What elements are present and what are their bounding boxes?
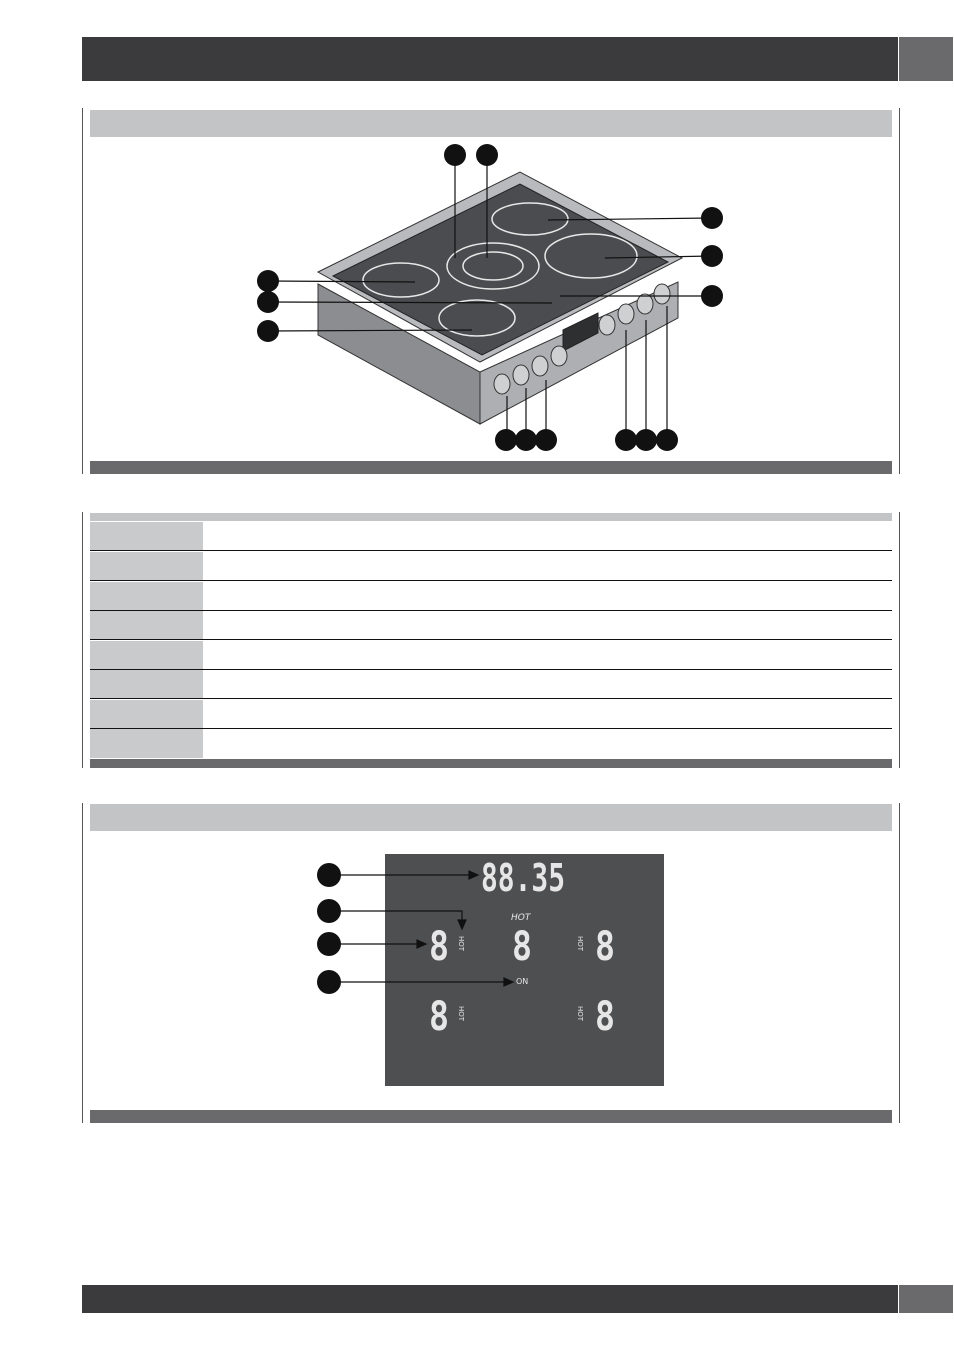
control-display-window <box>562 312 599 352</box>
spec-row <box>90 729 892 758</box>
spec-value <box>203 552 892 580</box>
header-bar <box>82 37 898 81</box>
burner-front-left <box>438 299 516 337</box>
callout-leaders <box>267 160 713 436</box>
spec-label-cell <box>90 729 203 758</box>
hot-label-rear-right: HOT <box>576 936 584 952</box>
spec-panel-footer <box>90 759 892 768</box>
callout-bottom-1 <box>495 429 517 451</box>
callout-top-1 <box>444 144 466 166</box>
spec-label <box>90 736 96 750</box>
spec-label-cell <box>90 670 203 698</box>
spec-value <box>203 641 892 669</box>
cooktop-panel-footer <box>90 461 892 474</box>
spec-value <box>203 670 892 698</box>
callout-bottom-5 <box>635 429 657 451</box>
spec-label <box>90 589 96 603</box>
spec-row <box>90 611 892 640</box>
spec-row <box>90 552 892 581</box>
callout-left-1 <box>257 270 279 292</box>
spec-label-cell <box>90 522 203 550</box>
knob-3 <box>531 355 549 377</box>
spec-label-cell <box>90 582 203 610</box>
spec-panel-heading <box>90 513 892 521</box>
display-callout-markers <box>317 863 341 994</box>
hot-label-center: HOT <box>511 913 532 923</box>
spec-label <box>90 559 96 573</box>
display-callout-2 <box>317 899 341 923</box>
zone-digit-front-left: 8 <box>429 994 449 1040</box>
knob-7 <box>636 293 654 315</box>
burner-front-right <box>544 233 638 279</box>
spec-row <box>90 582 892 611</box>
spec-label <box>90 529 96 543</box>
spec-row <box>90 670 892 699</box>
zone-digit-rear-left: 8 <box>429 924 449 970</box>
knob-5 <box>598 314 616 336</box>
footer-bar <box>82 1285 898 1313</box>
display-callout-3 <box>317 932 341 956</box>
spec-label <box>90 618 96 632</box>
spec-label <box>90 677 96 691</box>
cooktop-panel <box>82 108 900 474</box>
display-panel-footer <box>90 1110 892 1123</box>
display-panel-heading <box>90 804 892 831</box>
display-callout-1 <box>317 863 341 887</box>
zone-digit-front-right: 8 <box>595 994 615 1040</box>
spec-label-cell <box>90 700 203 728</box>
spec-value <box>203 582 892 610</box>
callout-left-2 <box>257 291 279 313</box>
spec-label <box>90 707 96 721</box>
display-screen <box>385 854 664 1086</box>
knob-2 <box>512 364 530 386</box>
knobs <box>493 283 671 395</box>
zone-digit-center: 8 <box>512 924 532 970</box>
spec-value <box>203 700 892 728</box>
callout-bottom-2 <box>515 429 537 451</box>
callout-markers <box>257 144 723 451</box>
display-callout-4 <box>317 970 341 994</box>
callout-left-3 <box>257 320 279 342</box>
spec-label-cell <box>90 552 203 580</box>
callout-right-3 <box>701 285 723 307</box>
spec-row <box>90 522 892 551</box>
knob-8 <box>653 283 671 305</box>
footer-page-tab <box>899 1285 953 1313</box>
zone-digit-rear-right: 8 <box>595 924 615 970</box>
callout-right-2 <box>701 245 723 267</box>
spec-label-cell <box>90 611 203 639</box>
burner-rear-right <box>491 202 569 236</box>
clock-readout: 88.35 <box>481 856 565 900</box>
knob-6 <box>617 303 635 325</box>
spec-label <box>90 648 96 662</box>
spec-row <box>90 641 892 670</box>
display-leaders <box>329 870 515 987</box>
spec-value <box>203 522 892 550</box>
cooktop-illustration <box>257 144 723 451</box>
callout-bottom-3 <box>535 429 557 451</box>
on-indicator: ON <box>516 977 528 986</box>
spec-value <box>203 611 892 639</box>
burner-center-outer <box>446 242 540 290</box>
spec-label-cell <box>90 641 203 669</box>
hot-label-rear-left: HOT <box>457 936 465 952</box>
callout-right-1 <box>701 207 723 229</box>
display-panel <box>82 803 900 1123</box>
header-page-tab <box>899 37 953 81</box>
callout-bottom-6 <box>656 429 678 451</box>
hot-label-front-right: HOT <box>576 1006 584 1022</box>
burner-rear-left <box>362 262 440 298</box>
spec-value <box>203 729 892 758</box>
burner-center-inner <box>462 251 524 281</box>
cooktop-panel-heading <box>90 110 892 137</box>
knob-4 <box>550 345 568 367</box>
hot-label-front-left: HOT <box>457 1006 465 1022</box>
knob-1 <box>493 373 511 395</box>
callout-bottom-4 <box>615 429 637 451</box>
spec-panel <box>82 512 900 768</box>
glass-cooktop <box>331 183 670 356</box>
spec-row <box>90 700 892 729</box>
control-display-diagram: 88.35 8 8 8 8 8 HOT ON HOT HOT HOT HOT <box>317 854 664 1086</box>
callout-top-2 <box>476 144 498 166</box>
